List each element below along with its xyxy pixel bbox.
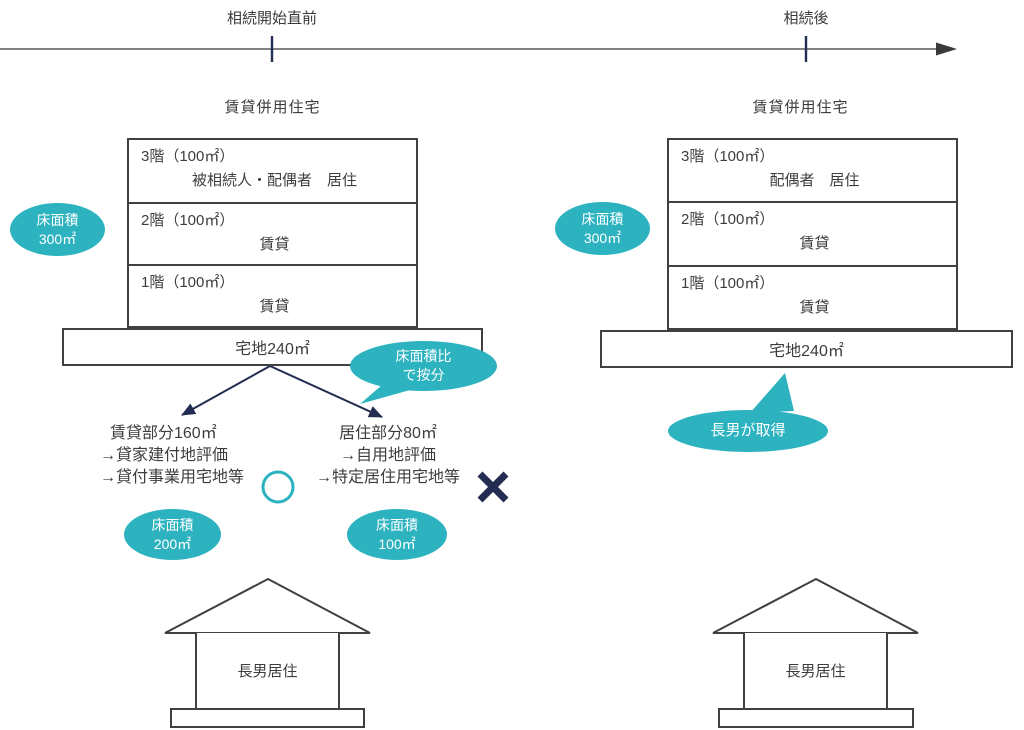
timeline-arrowhead-icon (936, 42, 957, 56)
rental-line3: →貸付事業用宅地等 (100, 469, 245, 486)
house-body-before: 長男居住 (195, 633, 340, 708)
branch-arrow-left (181, 365, 271, 416)
floor-3f-after: 3階（100㎡） 配偶者 居住 (669, 140, 956, 203)
floor-area-badge-after: 床面積 300㎡ (555, 202, 650, 255)
apportion-bubble: 床面積比 で按分 (350, 341, 497, 391)
floor-use: 賃貸 (259, 298, 290, 315)
badge-line2: 100㎡ (378, 535, 416, 552)
residence-line3: →特定居住用宅地等 (315, 469, 460, 486)
badge-line1: 床面積 (581, 211, 624, 228)
timeline-label-after: 相続後 (783, 10, 829, 27)
floor-use: 配偶者 居住 (769, 172, 860, 189)
rental-line2: →貸家建付地評価 (100, 447, 229, 464)
floor-name: 2階（100㎡） (141, 212, 235, 229)
floor-name: 3階（100㎡） (141, 148, 235, 165)
ok-circle-mark (261, 470, 295, 504)
residence-line1: 居住部分80㎡ (339, 425, 437, 442)
residence-area-badge: 床面積 100㎡ (347, 509, 447, 560)
rental-line1: 賃貸部分160㎡ (110, 425, 217, 442)
residence-line2: →自用地評価 (339, 447, 436, 464)
acquire-bubble-tail (750, 373, 794, 413)
house-body-after: 長男居住 (743, 633, 888, 708)
badge-line1: 床面積 (151, 517, 194, 534)
building-after: 3階（100㎡） 配偶者 居住 2階（100㎡） 賃貸 1階（100㎡） 賃貸 (667, 138, 958, 330)
badge-line2: 300㎡ (583, 229, 622, 246)
house-roof-before (164, 577, 371, 634)
building-title-after: 賃貸併用住宅 (752, 99, 849, 116)
floor-1f-after: 1階（100㎡） 賃貸 (669, 267, 956, 328)
building-title-before: 賃貸併用住宅 (224, 99, 321, 116)
floor-2f-after: 2階（100㎡） 賃貸 (669, 203, 956, 267)
floor-use: 賃貸 (799, 235, 830, 252)
house-label: 長男居住 (785, 663, 846, 680)
ng-cross-mark (477, 471, 509, 503)
rental-area-badge: 床面積 200㎡ (124, 509, 221, 560)
timeline-label-before: 相続開始直前 (226, 10, 317, 27)
house-roof-after (712, 577, 919, 634)
floor-1f-before: 1階（100㎡） 賃貸 (129, 266, 416, 326)
floor-use: 被相続人・配偶者 居住 (191, 172, 357, 189)
floor-use: 賃貸 (799, 299, 830, 316)
apportion-bubble-tail (360, 385, 410, 404)
floor-name: 3階（100㎡） (681, 148, 775, 165)
badge-line2: 300㎡ (38, 230, 77, 247)
land-after: 宅地240㎡ (600, 330, 1013, 368)
badge-line1: 床面積 (36, 212, 79, 229)
house-base-before (170, 708, 365, 728)
house-label: 長男居住 (237, 663, 298, 680)
bubble-line2: で按分 (402, 367, 445, 383)
residence-result-block: 居住部分80㎡ →自用地評価 →特定居住用宅地等 (302, 423, 509, 503)
bubble-line1: 床面積比 (395, 348, 452, 365)
branch-arrow-right (269, 365, 383, 418)
badge-line1: 床面積 (376, 517, 418, 534)
floor-area-badge-before: 床面積 300㎡ (10, 203, 105, 256)
acquire-bubble: 長男が取得 (668, 410, 828, 452)
floor-3f-before: 3階（100㎡） 被相続人・配偶者 居住 (129, 140, 416, 204)
floor-name: 2階（100㎡） (681, 211, 775, 228)
rental-result-block: 賃貸部分160㎡ →貸家建付地評価 →貸付事業用宅地等 (100, 423, 310, 504)
floor-name: 1階（100㎡） (681, 275, 775, 292)
floor-2f-before: 2階（100㎡） 賃貸 (129, 204, 416, 266)
building-before: 3階（100㎡） 被相続人・配偶者 居住 2階（100㎡） 賃貸 1階（100㎡… (127, 138, 418, 328)
house-base-after (718, 708, 914, 728)
floor-name: 1階（100㎡） (141, 274, 235, 291)
badge-line2: 200㎡ (153, 535, 192, 552)
floor-use: 賃貸 (259, 236, 290, 253)
